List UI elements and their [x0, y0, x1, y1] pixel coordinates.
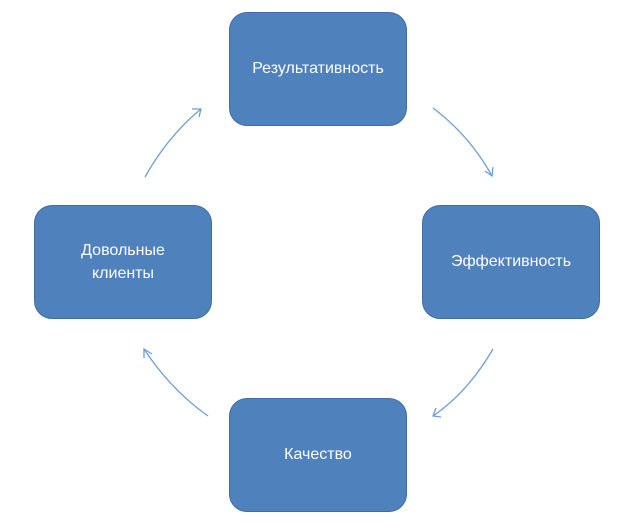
arrowhead-left-to-top	[192, 108, 202, 118]
arrowhead-bottom-to-left	[143, 347, 153, 358]
node-efficiency: Эффективность	[422, 205, 600, 319]
node-satisfied-clients: Довольные клиенты	[34, 205, 212, 319]
arrow-bottom-to-left	[143, 348, 209, 417]
arrowhead-top-to-right	[484, 166, 494, 178]
arrow-right-to-bottom	[432, 348, 494, 417]
arrow-top-to-right	[432, 107, 493, 177]
arrow-left-to-top	[144, 108, 202, 178]
node-effectiveness-result: Результативность	[229, 12, 407, 126]
arrowhead-right-to-bottom	[432, 407, 442, 418]
node-quality: Качество	[229, 398, 407, 512]
